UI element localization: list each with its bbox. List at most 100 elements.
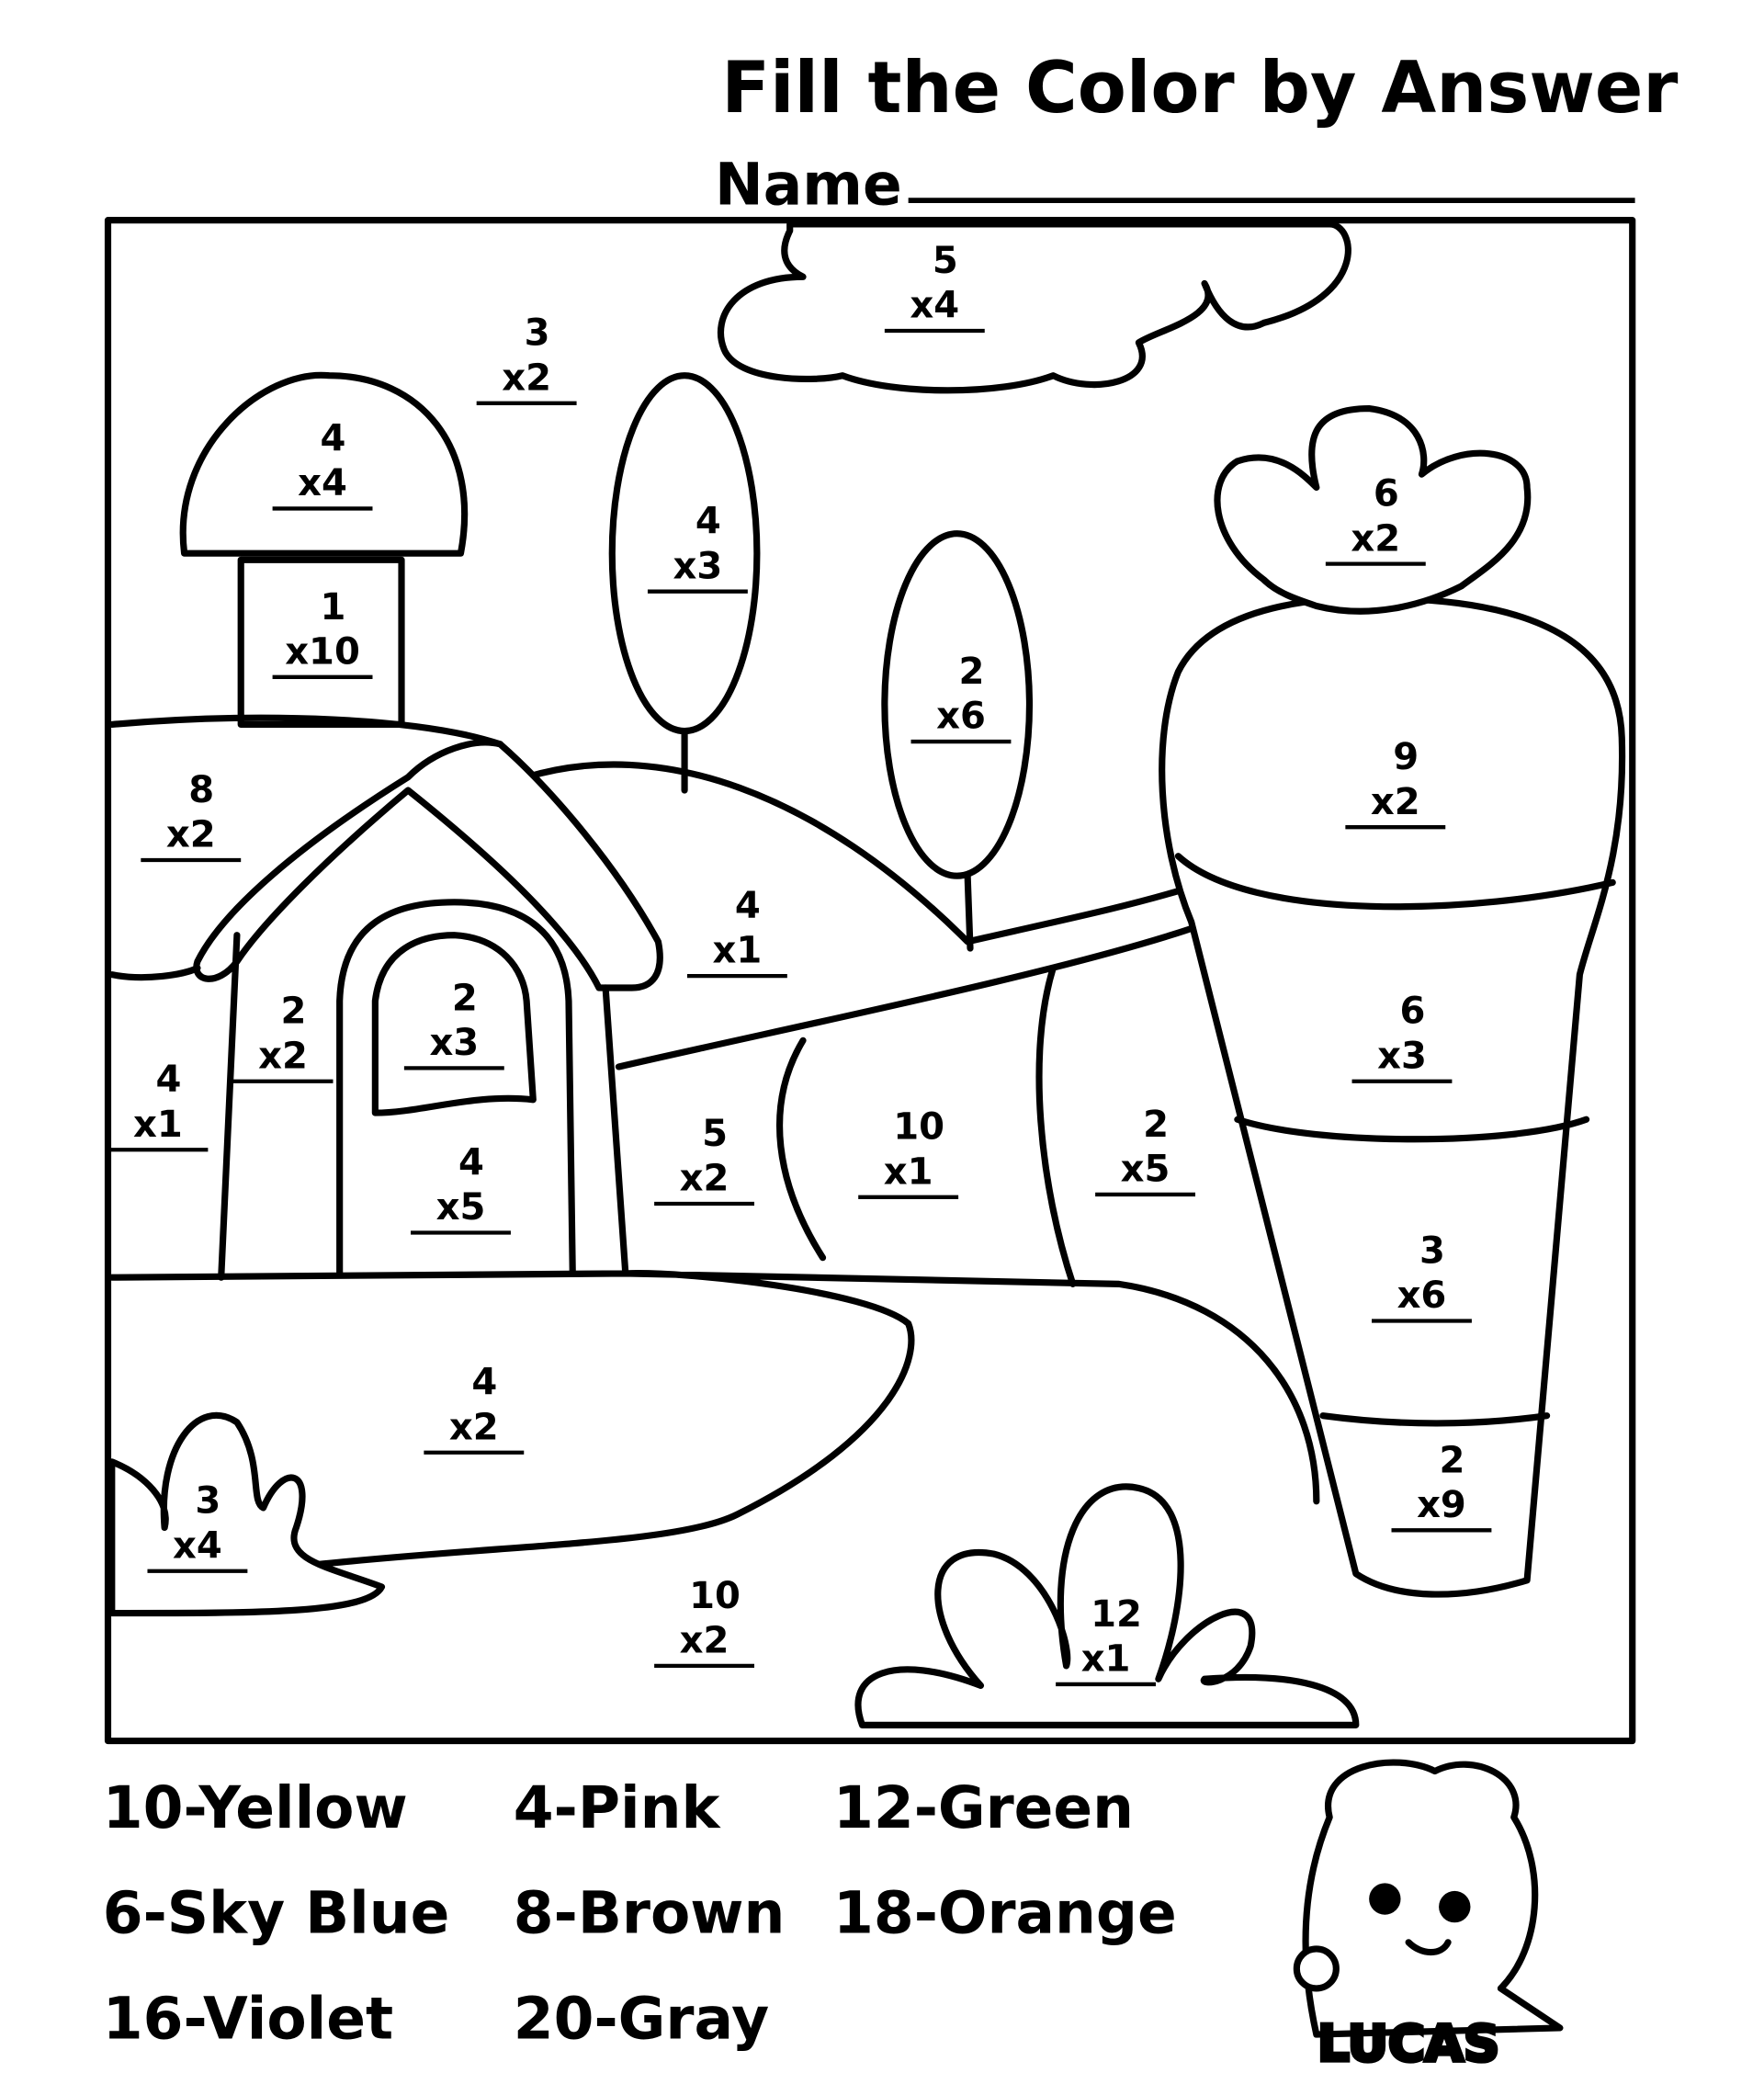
problem-field-1[interactable]: 5x2	[654, 1113, 755, 1206]
multiplier: x1	[1081, 1638, 1131, 1681]
multiplier: x2	[258, 1035, 308, 1077]
problem-window[interactable]: 2x3	[403, 977, 504, 1070]
problem-carrot-tip[interactable]: 2x9	[1391, 1439, 1492, 1533]
problem-carrot-band-2[interactable]: 3x6	[1372, 1229, 1472, 1323]
multiplicand: 4	[735, 885, 761, 927]
multiplicand: 3	[525, 312, 550, 355]
multiplier: x5	[436, 1186, 486, 1229]
multiplier: x4	[173, 1524, 222, 1567]
multiplicand: 1	[321, 586, 346, 629]
multiplier: x2	[1371, 781, 1420, 823]
multiplicand: 2	[1439, 1439, 1464, 1481]
problem-lawn[interactable]: 4x2	[424, 1362, 525, 1455]
multiplicand: 2	[452, 977, 478, 1019]
multiplicand: 10	[689, 1575, 741, 1617]
multiplier: x10	[285, 631, 360, 674]
legend-item: 4-Pink	[514, 1773, 722, 1841]
multiplicand: 12	[1091, 1593, 1142, 1636]
small-tree	[881, 530, 1034, 879]
multiplicand: 3	[195, 1480, 220, 1523]
chimney	[237, 556, 405, 728]
cloud	[717, 221, 1351, 394]
legend-item: 18-Orange	[833, 1879, 1177, 1947]
multiplicand: 3	[1419, 1229, 1445, 1272]
problem-carrot-leaves[interactable]: 6x2	[1325, 473, 1426, 566]
legend-item: 10-Yellow	[103, 1773, 408, 1841]
name-label: Name	[715, 150, 902, 218]
multiplier: x2	[166, 814, 216, 856]
multiplicand: 2	[281, 991, 307, 1033]
multiplicand: 6	[1374, 473, 1399, 515]
problem-small-tree[interactable]: 2x6	[910, 651, 1012, 744]
multiplicand: 5	[702, 1113, 728, 1155]
multiplier: x4	[910, 285, 959, 327]
problem-field-3[interactable]: 2x5	[1095, 1104, 1196, 1197]
left-bush	[108, 1411, 386, 1617]
multiplier: x2	[449, 1406, 499, 1448]
multiplicand: 9	[1393, 736, 1419, 778]
multiplier: x4	[298, 462, 347, 504]
multiplier: x2	[502, 357, 551, 399]
problem-left-ground[interactable]: 4x1	[107, 1059, 209, 1152]
multiplier: x2	[680, 1620, 729, 1662]
multiplicand: 4	[471, 1362, 497, 1404]
legend-item: 16-Violet	[103, 1984, 393, 2052]
tall-tree	[608, 372, 761, 735]
multiplicand: 4	[458, 1141, 484, 1184]
multiplier: x1	[884, 1150, 933, 1193]
roof	[193, 739, 663, 991]
path	[108, 1270, 1320, 1597]
back-hill	[108, 714, 1189, 946]
house-walls	[108, 932, 629, 1281]
multiplier: x5	[1121, 1149, 1170, 1191]
problem-mushroom-cap[interactable]: 4x4	[272, 417, 373, 511]
multiplicand: 2	[958, 651, 984, 693]
multiplicand: 8	[188, 769, 214, 811]
problems: 5x43x24x41x104x32x66x29x28x24x12x22x34x1…	[107, 240, 1492, 1687]
multiplicand: 2	[1143, 1104, 1169, 1146]
carrot-leaves	[1214, 404, 1532, 615]
lucas-logo: LUCAS	[1293, 1759, 1564, 2073]
multiplier: x3	[673, 545, 723, 587]
multiplicand: 4	[695, 501, 721, 543]
multiplicand: 6	[1399, 991, 1425, 1033]
multiplicand: 5	[933, 240, 958, 282]
fields	[776, 964, 1077, 1287]
carrot-bands	[1174, 853, 1616, 1427]
picture-frame	[104, 217, 1636, 1745]
multiplicand: 4	[155, 1059, 181, 1101]
problem-roof-hill[interactable]: 8x2	[141, 769, 242, 863]
carrot-body	[1159, 595, 1626, 1598]
multiplier: x6	[1397, 1274, 1447, 1317]
problem-hill[interactable]: 4x1	[686, 885, 787, 979]
multiplier: x2	[1351, 517, 1400, 560]
front-hill	[615, 924, 1195, 1070]
problem-sky[interactable]: 3x2	[476, 312, 577, 405]
multiplicand: 4	[321, 417, 346, 459]
multiplier: x9	[1417, 1484, 1466, 1526]
problem-cloud[interactable]: 5x4	[884, 240, 985, 334]
problem-door[interactable]: 4x5	[411, 1141, 511, 1235]
problem-carrot-band-1[interactable]: 6x3	[1351, 991, 1453, 1083]
problem-carrot-top[interactable]: 9x2	[1345, 736, 1446, 830]
multiplicand: 10	[893, 1106, 944, 1149]
logo-text: LUCAS	[1317, 2014, 1499, 2073]
color-legend: 10-Yellow 4-Pink 12-Green 6-Sky Blue 8-B…	[103, 1773, 1177, 2052]
tree-trunks	[681, 727, 974, 952]
problem-tall-tree[interactable]: 4x3	[647, 501, 748, 594]
legend-item: 6-Sky Blue	[103, 1879, 450, 1947]
coloring-picture	[104, 217, 1636, 1745]
multiplier: x3	[1377, 1035, 1427, 1077]
mushroom-cap	[179, 371, 469, 557]
right-bush	[854, 1483, 1360, 1728]
legend-item: 12-Green	[833, 1773, 1134, 1841]
legend-item: 8-Brown	[514, 1879, 786, 1947]
problem-left-bush[interactable]: 3x4	[147, 1480, 248, 1573]
page-title: Fill the Color by Answer	[721, 47, 1678, 130]
problem-house-wall[interactable]: 2x2	[232, 991, 334, 1083]
